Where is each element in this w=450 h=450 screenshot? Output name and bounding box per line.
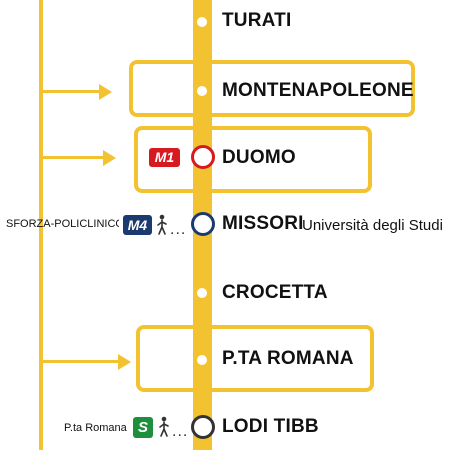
arrow-porta-romana-shaft — [43, 360, 120, 363]
station-lodi: LODI TIBB — [222, 416, 319, 437]
stop-duomo — [191, 145, 215, 169]
m1-badge: M1 — [149, 148, 180, 167]
arrow-duomo-head — [103, 149, 116, 166]
station-montenapoleone: MONTENAPOLEONE — [222, 80, 414, 101]
branch-line — [39, 0, 43, 450]
walking-person-icon — [157, 416, 171, 443]
sforza-policlinico-label: SFORZA-POLICLINICO — [6, 218, 119, 230]
arrow-duomo-shaft — [43, 156, 105, 159]
highlight-duomo — [134, 126, 372, 193]
highlight-porta-romana — [136, 325, 374, 392]
walking-person-icon — [155, 214, 169, 241]
station-missori-subtitle: Università degli Studi — [302, 217, 443, 234]
station-porta-romana: P.TA ROMANA — [222, 348, 354, 369]
station-duomo: DUOMO — [222, 147, 296, 168]
pta-romana-label: P.ta Romana — [64, 422, 127, 434]
m4-badge: M4 — [123, 215, 152, 235]
stop-turati — [197, 17, 207, 27]
arrow-montenapoleone-head — [99, 83, 112, 100]
arrow-montenapoleone-shaft — [43, 90, 101, 93]
stop-missori — [191, 212, 215, 236]
station-crocetta: CROCETTA — [222, 282, 328, 303]
highlight-montenapoleone — [129, 60, 415, 117]
stop-crocetta — [197, 288, 207, 298]
walk-dots: ... — [170, 221, 187, 238]
stop-lodi — [191, 415, 215, 439]
station-turati: TURATI — [222, 10, 292, 31]
stop-montenapoleone — [197, 86, 207, 96]
stop-porta-romana — [197, 355, 207, 365]
station-missori: MISSORI — [222, 213, 304, 234]
s-badge: S — [133, 417, 153, 438]
arrow-porta-romana-head — [118, 353, 131, 370]
walk-dots: ... — [172, 423, 189, 440]
